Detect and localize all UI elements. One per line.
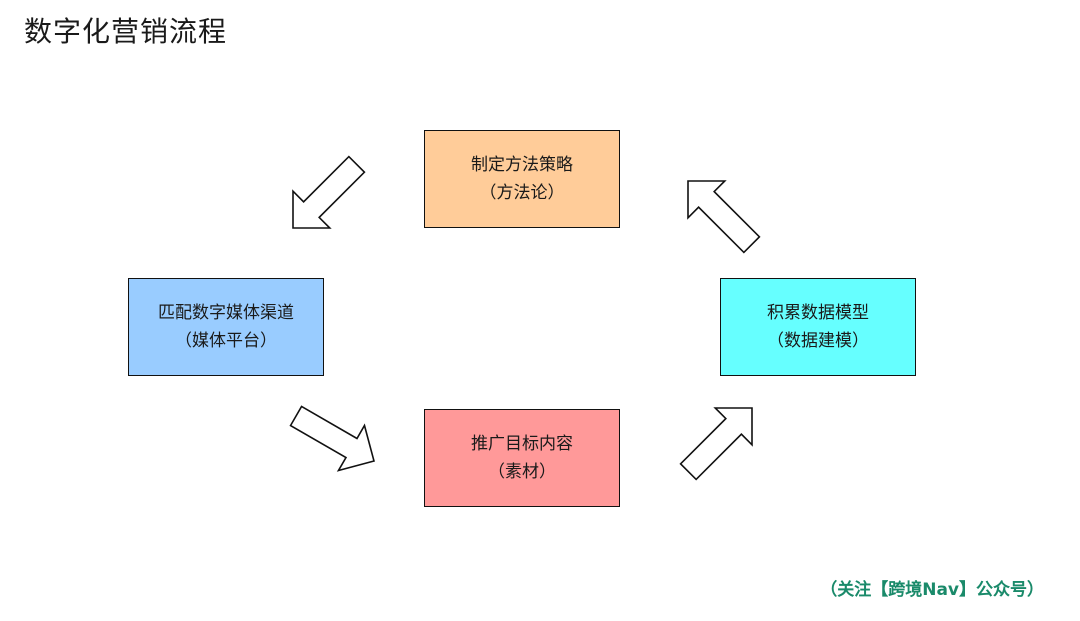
node-content: 推广目标内容 （素材） bbox=[424, 409, 620, 507]
arrow-strategy-to-channels bbox=[292, 155, 366, 229]
node-data: 积累数据模型 （数据建模） bbox=[720, 278, 916, 376]
node-content-subtitle: （素材） bbox=[488, 462, 556, 482]
node-content-title: 推广目标内容 bbox=[471, 434, 573, 454]
footer-note: （关注【跨境Nav】公众号） bbox=[820, 580, 1044, 600]
page-title: 数字化营销流程 bbox=[24, 15, 228, 48]
node-strategy: 制定方法策略 （方法论） bbox=[424, 130, 620, 228]
node-strategy-subtitle: （方法论） bbox=[479, 183, 565, 203]
node-channels: 匹配数字媒体渠道 （媒体平台） bbox=[128, 278, 324, 376]
node-channels-title: 匹配数字媒体渠道 bbox=[158, 303, 294, 323]
arrow-channels-to-content bbox=[289, 405, 375, 472]
node-data-subtitle: （数据建模） bbox=[767, 331, 869, 351]
node-strategy-title: 制定方法策略 bbox=[471, 155, 573, 175]
arrow-data-to-strategy bbox=[687, 180, 761, 254]
arrow-content-to-data bbox=[679, 407, 753, 481]
node-channels-subtitle: （媒体平台） bbox=[175, 331, 277, 351]
node-data-title: 积累数据模型 bbox=[767, 303, 869, 323]
